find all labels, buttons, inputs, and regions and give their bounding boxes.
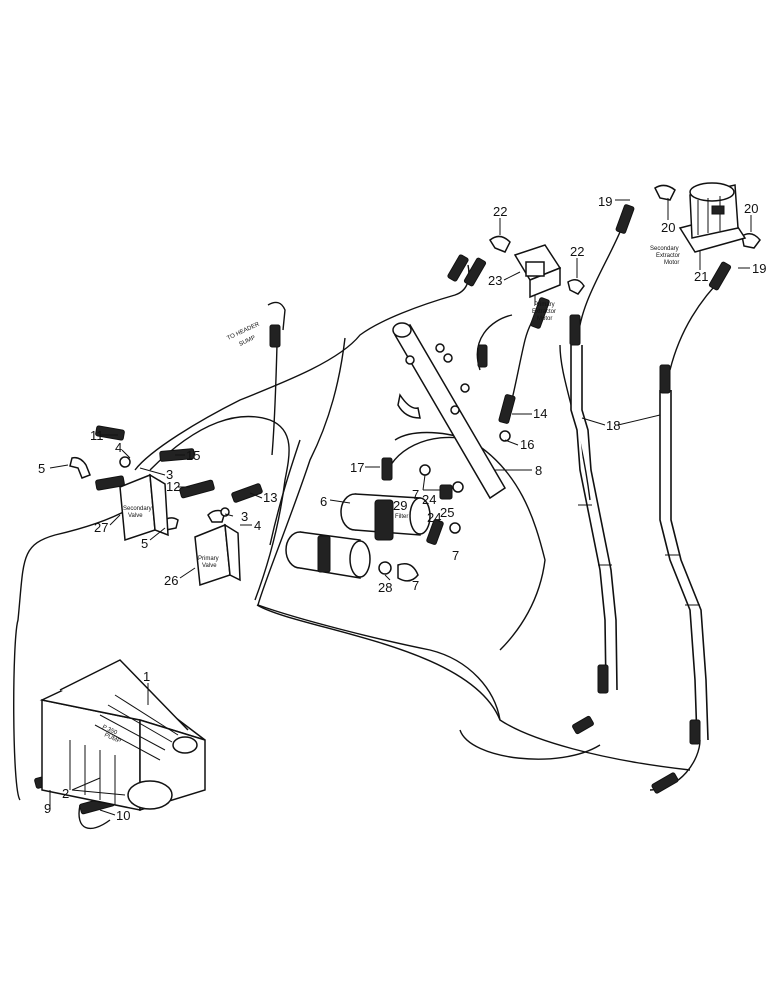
secondary-motor-label-2: Extractor [656,253,680,259]
secondary-extractor-motor: Secondary Extractor Motor [650,182,747,266]
primary-valve-label-1: Primary [198,556,219,562]
callout-20b: 20 [744,201,758,216]
secondary-motor-label-1: Secondary [650,246,679,252]
callout-5b: 5 [141,536,148,551]
to-header-label: TO HEADER [226,321,261,341]
callout-19a: 19 [598,194,612,209]
callout-13: 13 [263,490,277,505]
callout-11: 11 [90,428,104,443]
p350-pump: P 350 PUMP [39,659,206,812]
callout-1: 1 [143,669,150,684]
callout-29: 29 [393,498,407,513]
callout-2: 2 [62,786,69,801]
callout-7c: 7 [412,578,419,593]
callout-12: 12 [166,479,180,494]
manifold-bar [392,322,507,500]
callout-3b: 3 [241,509,248,524]
callout-6: 6 [320,494,327,509]
callout-20a: 20 [661,220,675,235]
callout-18: 18 [606,418,620,433]
callout-24b: 24 [427,510,441,525]
primary-valve-label-2: Valve [202,563,217,569]
filter-assembly: Filter [285,493,431,579]
primary-motor-label-3: Motor [537,316,552,322]
callout-14: 14 [533,406,547,421]
callout-21: 21 [694,269,708,284]
secondary-valve: Secondary Valve [119,473,169,542]
secondary-valve-label-1: Secondary [123,506,152,512]
callout-4a: 4 [115,440,122,455]
callout-28: 28 [378,580,392,595]
callout-23: 23 [488,273,502,288]
callout-8: 8 [535,463,542,478]
callout-16: 16 [520,437,534,452]
filter-label: Filter [395,514,408,520]
callout-4b: 4 [254,518,261,533]
callout-7b: 7 [452,548,459,563]
callout-19b: 19 [752,261,766,276]
callout-7a: 7 [412,487,419,502]
callout-25: 25 [440,505,454,520]
callout-17: 17 [350,460,364,475]
sump-label: SUMP [238,335,256,348]
secondary-valve-label-2: Valve [128,513,143,519]
callout-numbers: 1 2 3 3 4 4 5 5 6 7 7 7 8 9 10 11 12 13 … [38,194,766,823]
tube-assembly-18 [570,345,709,741]
callout-27: 27 [94,520,108,535]
leader-lines [49,198,752,816]
callout-5a: 5 [38,461,45,476]
callout-10: 10 [116,808,130,823]
primary-motor-label-2: Extractor [532,309,556,315]
callout-15: 15 [186,448,200,463]
callout-22b: 22 [570,244,584,259]
secondary-motor-label-3: Motor [664,260,679,266]
callout-9: 9 [44,801,51,816]
callout-26: 26 [164,573,178,588]
callout-22a: 22 [493,204,507,219]
callout-24a: 24 [422,492,436,507]
primary-extractor-motor: Primary Extractor Motor [513,244,562,322]
primary-motor-label-1: Primary [534,302,555,308]
primary-valve: Primary Valve [194,523,241,587]
callout-3a: 3 [166,467,173,482]
